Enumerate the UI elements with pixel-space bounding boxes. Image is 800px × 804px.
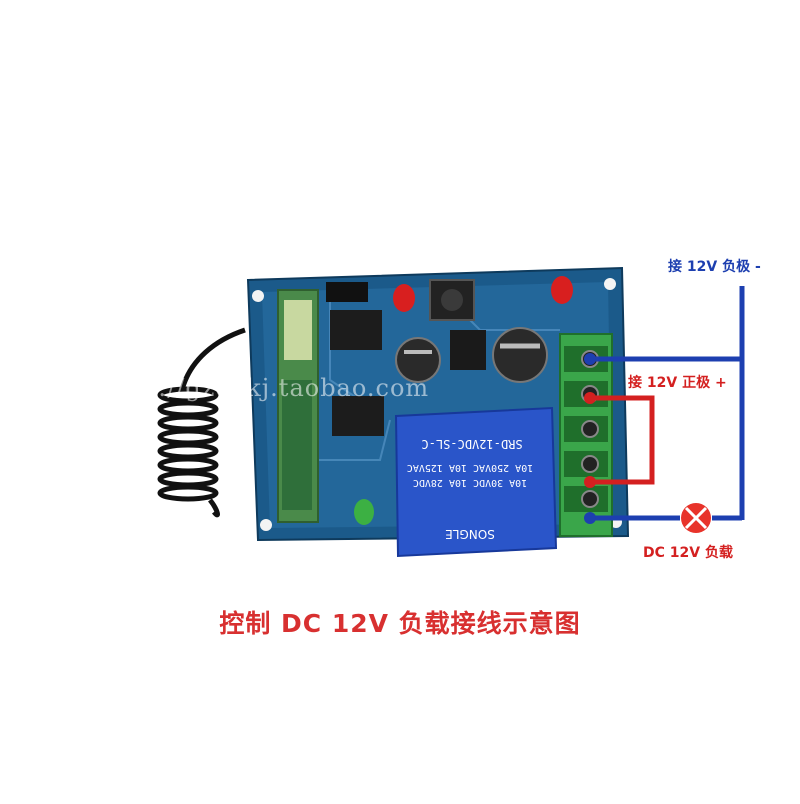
relay-spec-text: SRD-12VDC-SL-C	[421, 437, 522, 451]
leds	[354, 276, 573, 525]
tactile-button	[429, 279, 475, 321]
positive-wire-dots	[584, 392, 596, 488]
negative-wiring	[590, 286, 745, 521]
negative-terminal-label: 接 12V 负极 -	[668, 259, 761, 275]
ic-chips	[326, 282, 486, 436]
positive-terminal-label: 接 12V 正极 +	[628, 375, 727, 391]
load-label: DC 12V 负载	[643, 545, 733, 561]
capacitors	[395, 327, 548, 383]
negative-wire-dots	[584, 353, 596, 524]
diagram-caption: 控制 DC 12V 负载接线示意图	[219, 609, 581, 638]
receiver-module	[277, 289, 319, 523]
relay-spec-text: 10A 250VAC 10A 125VAC	[407, 462, 533, 473]
load-lamp-icon	[681, 503, 711, 533]
terminal-block	[559, 333, 613, 537]
relay-spec-text: 10A 30VDC 10A 28VDC	[413, 477, 527, 488]
relay: SRD-12VDC-SL-C 10A 250VAC 10A 125VAC 10A…	[394, 406, 558, 558]
antenna-coil	[157, 327, 246, 518]
watermark-text: http://gzdckj.taobao.com	[104, 374, 430, 402]
relay-brand-text: SONGLE	[445, 527, 495, 541]
positive-wiring	[590, 395, 655, 485]
